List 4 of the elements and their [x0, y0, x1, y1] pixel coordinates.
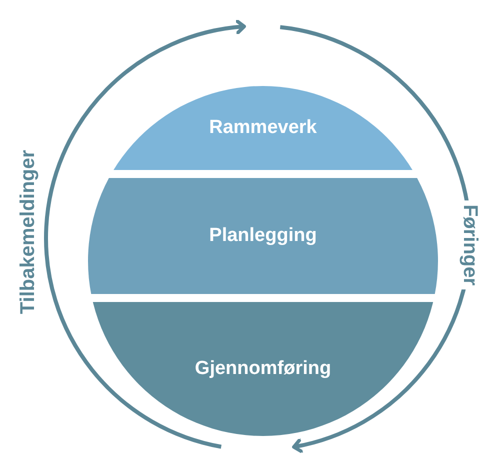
segment-label: Rammeverk	[209, 116, 317, 140]
segment-label: Planlegging	[209, 224, 317, 248]
circle-segment	[88, 178, 438, 294]
segment-label: Gjennomføring	[194, 356, 332, 381]
